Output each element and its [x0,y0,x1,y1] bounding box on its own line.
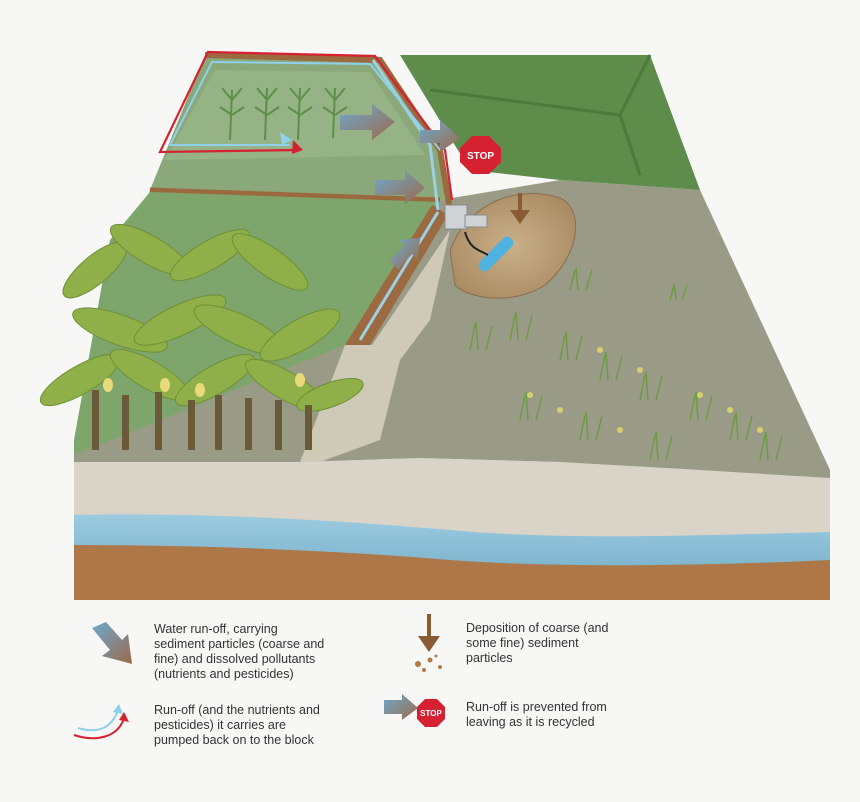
recycled-water-loop [168,60,441,151]
water-arrowhead [280,132,292,145]
drain-water-upper [371,59,440,211]
scene-stop-sign: STOP [460,136,501,174]
legend-deposition-text: Deposition of coarse (and some fine) sed… [466,621,609,665]
pump-hose [464,231,489,256]
field-furrow [618,114,642,176]
drain-water [358,211,440,341]
collection-tank [478,236,514,272]
pump-unit [444,204,468,230]
curved-return-arrow-icon [73,704,129,740]
return-arrowhead [292,140,303,154]
pump-outlet [464,214,488,228]
block-edge [204,52,453,211]
legend-prevented-text: Run-off is prevented from leaving as it … [466,700,607,729]
legend-runoff-pumped-text: Run-off (and the nutrients and pesticide… [154,703,320,747]
gradient-arrow-icon [92,622,132,664]
river [74,514,830,566]
stop-sign-icon: STOP [384,694,445,727]
down-arrow-with-particles-icon [415,614,442,672]
grass-flowers [527,347,763,433]
sediment-arrow [510,193,530,224]
legend-runoff-water-text: Water run-off, carrying sediment particl… [154,622,325,681]
wetland-grasses [469,267,783,461]
scene-stop-label: STOP [467,151,494,162]
cane-plants [219,87,348,141]
banana-plantation [39,223,364,450]
runoff-arrows [340,104,460,270]
legend-stop-label: STOP [420,709,442,718]
return-pipe-loop [158,50,454,201]
block-edge [149,187,441,203]
